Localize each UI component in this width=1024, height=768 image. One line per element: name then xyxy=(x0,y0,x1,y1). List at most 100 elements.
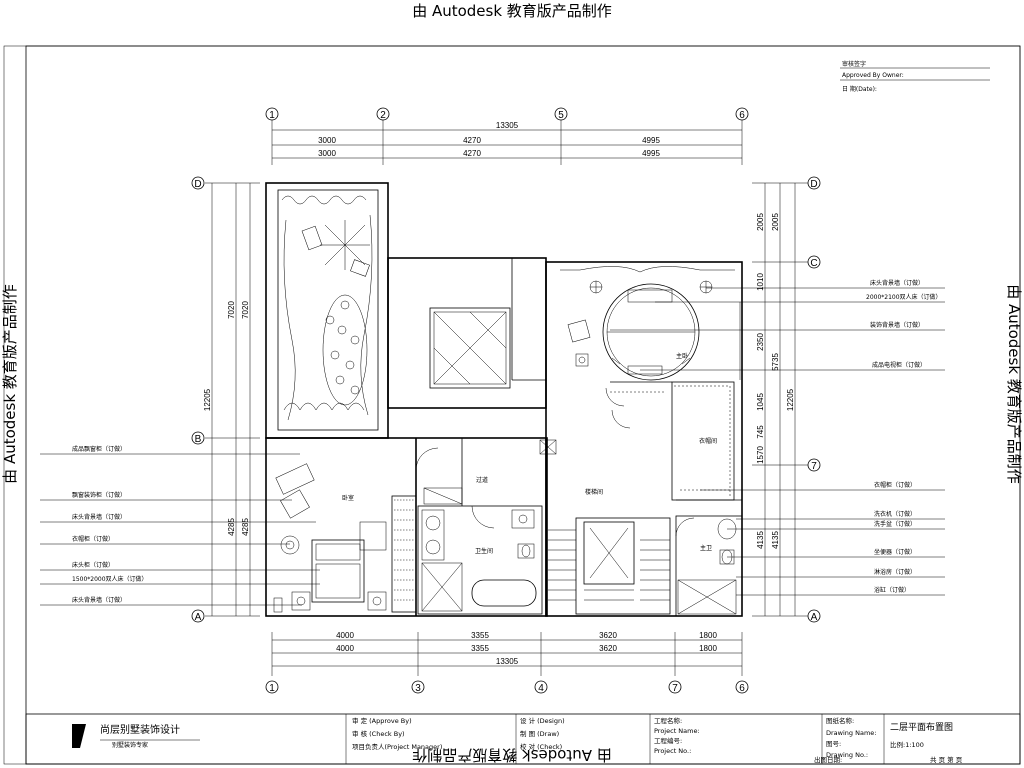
dim-bot-2b: 3355 xyxy=(471,644,489,653)
axis-top-4: 6 xyxy=(739,110,745,121)
shower-box xyxy=(677,579,737,615)
closet-2 xyxy=(391,495,417,613)
svg-text:比例:1:100: 比例:1:100 xyxy=(890,740,924,749)
svg-text:成品电视柜（订做）: 成品电视柜（订做） xyxy=(872,361,926,369)
watermark-left: 由 Autodesk 教育版产品制作 xyxy=(1,284,19,484)
axis-bot-4: 7 xyxy=(672,683,678,694)
dim-right-4: 2350 xyxy=(756,333,765,351)
firm-slogan: 别墅装饰专家 xyxy=(112,741,148,749)
axis-bot-3: 4 xyxy=(538,683,544,694)
signature-block: 审核签字 Approved By Owner: 日 期(Date): xyxy=(840,60,990,93)
svg-text:浴缸（订做）: 浴缸（订做） xyxy=(874,586,910,594)
drawing-title: 二层平面布置图 xyxy=(890,721,953,733)
watermark-right: 由 Autodesk 教育版产品制作 xyxy=(1005,284,1023,484)
left-axes: D B A xyxy=(191,176,205,623)
room-master-bath: 主卫 xyxy=(700,544,712,552)
stairwell xyxy=(575,517,671,615)
room-bedroom: 卧室 xyxy=(342,494,354,502)
room-bath: 卫生间 xyxy=(475,547,493,555)
svg-text:日 期(Date):: 日 期(Date): xyxy=(842,85,877,93)
dim-left-up-b: 7020 xyxy=(241,301,250,319)
dim-bot-4: 1800 xyxy=(699,631,717,640)
left-dimensions: 12205 7020 7020 4285 4285 xyxy=(203,182,260,617)
dim-right-3: 1010 xyxy=(756,273,765,291)
svg-text:审核签字: 审核签字 xyxy=(842,60,866,68)
svg-text:2000*2100双人床（订做）: 2000*2100双人床（订做） xyxy=(866,293,942,301)
sheet-border xyxy=(25,45,1021,765)
firm-name: 尚层别墅装饰设计 xyxy=(100,723,180,736)
right-annotations: 床头背景墙（订做） 2000*2100双人床（订做） 装饰背景墙（订做） 成品电… xyxy=(610,279,945,596)
svg-text:校 对 (Check): 校 对 (Check) xyxy=(520,742,562,751)
dim-bot-1b: 4000 xyxy=(336,644,354,653)
master-bath xyxy=(675,515,743,617)
void-skylight xyxy=(429,307,511,389)
terrace-garden xyxy=(277,189,379,431)
svg-text:飘窗装饰柜（订做）: 飘窗装饰柜（订做） xyxy=(72,491,126,499)
svg-text:图号:: 图号: xyxy=(826,740,841,748)
dim-right-9: 4135 xyxy=(771,531,780,549)
svg-text:Drawing Name:: Drawing Name: xyxy=(826,729,876,737)
dim-left-low-a: 4285 xyxy=(227,518,236,536)
dim-right-5: 1045 xyxy=(756,393,765,411)
dim-bot-2: 3355 xyxy=(471,631,489,640)
dim-bot-3: 3620 xyxy=(599,631,617,640)
bottom-axes: 1 3 4 7 6 xyxy=(265,680,749,694)
svg-text:制 图 (Draw): 制 图 (Draw) xyxy=(520,729,559,738)
svg-text:设 计 (Design): 设 计 (Design) xyxy=(520,716,565,725)
svg-text:淋浴房（订做）: 淋浴房（订做） xyxy=(874,568,916,576)
dim-top-1b: 3000 xyxy=(318,149,336,158)
svg-text:衣帽柜（订做）: 衣帽柜（订做） xyxy=(874,481,916,489)
dim-top-total: 13305 xyxy=(496,121,519,130)
bed-2 xyxy=(311,539,365,603)
watermark-bottom: 由 Autodesk 教育版产品制作 xyxy=(412,746,612,764)
svg-text:装饰背景墙（订做）: 装饰背景墙（订做） xyxy=(870,321,924,329)
svg-text:Drawing No.:: Drawing No.: xyxy=(826,751,868,759)
axis-left-1: D xyxy=(194,179,201,190)
svg-text:成品飘窗柜（订做）: 成品飘窗柜（订做） xyxy=(72,445,126,453)
svg-text:1500*2000双人床（订做）: 1500*2000双人床（订做） xyxy=(72,575,148,583)
dim-right-7: 1570 xyxy=(756,446,765,464)
room-hall: 过道 xyxy=(476,476,488,484)
svg-text:项目负责人(Project Manager): 项目负责人(Project Manager) xyxy=(352,742,442,751)
axis-left-3: A xyxy=(195,612,202,623)
svg-text:床头背景墙（订做）: 床头背景墙（订做） xyxy=(72,513,126,521)
axis-bot-5: 6 xyxy=(739,683,745,694)
dim-right-6: 745 xyxy=(756,425,765,439)
axis-top-2: 2 xyxy=(380,110,386,121)
dim-top-2: 4270 xyxy=(463,136,481,145)
svg-text:Approved By Owner:: Approved By Owner: xyxy=(842,72,904,79)
left-annotations: 成品飘窗柜（订做） 飘窗装饰柜（订做） 床头背景墙（订做） 衣帽柜（订做） 床头… xyxy=(40,445,320,606)
dim-right-2: 2005 xyxy=(771,213,780,231)
dim-right-1: 2005 xyxy=(756,213,765,231)
room-stair: 楼梯间 xyxy=(585,488,603,496)
right-dimensions: 2005 2005 1010 2350 5735 1045 745 1570 4… xyxy=(752,182,808,617)
dim-bot-1: 4000 xyxy=(336,631,354,640)
dim-right-outer: 12205 xyxy=(786,388,795,411)
round-bed xyxy=(602,283,700,381)
axis-right-3: 7 xyxy=(811,461,817,472)
axis-left-2: B xyxy=(195,434,202,445)
svg-text:衣帽柜（订做）: 衣帽柜（订做） xyxy=(72,535,114,543)
svg-text:床头背景墙（订做）: 床头背景墙（订做） xyxy=(72,596,126,604)
room-master: 主卧 xyxy=(676,352,688,360)
watermark-top: 由 Autodesk 教育版产品制作 xyxy=(412,2,612,20)
top-axes: 1 2 5 6 xyxy=(265,107,749,121)
room-labels: 卧室 主卧 衣帽间 卫生间 主卫 楼梯间 过道 xyxy=(342,352,717,555)
dim-left-up-a: 7020 xyxy=(227,301,236,319)
firm-logo-icon xyxy=(72,724,86,748)
dim-bot-3b: 3620 xyxy=(599,644,617,653)
dim-top-2b: 4270 xyxy=(463,149,481,158)
svg-text:出图日期:: 出图日期: xyxy=(814,755,842,764)
dim-bot-total: 13305 xyxy=(496,657,519,666)
svg-text:工程编号:: 工程编号: xyxy=(654,736,682,745)
top-dimensions: 13305 3000 4270 4995 3000 4270 4995 xyxy=(271,120,743,165)
floor-plan xyxy=(265,182,743,617)
axis-top-1: 1 xyxy=(269,110,275,121)
svg-text:审 核 (Check By): 审 核 (Check By) xyxy=(352,729,405,738)
dim-top-3b: 4995 xyxy=(642,149,660,158)
dim-left-low-b: 4285 xyxy=(241,518,250,536)
svg-text:坐便器（订做）: 坐便器（订做） xyxy=(874,548,916,556)
axis-right-2: C xyxy=(810,258,817,269)
svg-text:床头柜（订做）: 床头柜（订做） xyxy=(72,561,114,569)
dim-bot-4b: 1800 xyxy=(699,644,717,653)
